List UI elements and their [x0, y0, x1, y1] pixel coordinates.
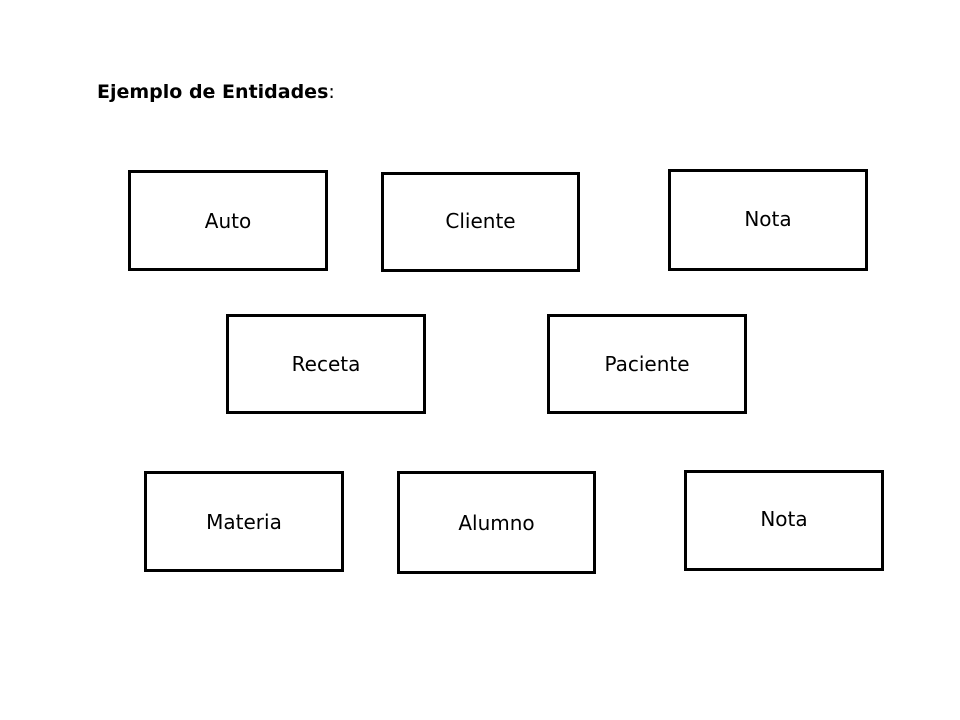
entity-box-receta: Receta	[226, 314, 426, 414]
entity-box-auto: Auto	[128, 170, 328, 271]
entity-box-materia: Materia	[144, 471, 344, 572]
entity-box-cliente: Cliente	[381, 172, 580, 272]
entity-label: Nota	[760, 506, 808, 531]
entity-box-nota-top: Nota	[668, 169, 868, 271]
entity-label: Paciente	[604, 352, 690, 376]
entity-label: Nota	[744, 207, 792, 231]
entity-label: Cliente	[445, 209, 516, 233]
entity-label: Materia	[206, 509, 282, 534]
entity-label: Alumno	[458, 510, 535, 535]
entity-label: Auto	[204, 208, 252, 233]
entity-label: Receta	[291, 352, 361, 376]
slide-title-colon: :	[328, 81, 335, 103]
slide-title: Ejemplo de Entidades:	[97, 78, 335, 106]
entity-box-paciente: Paciente	[547, 314, 747, 414]
slide-title-text: Ejemplo de Entidades	[97, 81, 329, 103]
entity-box-nota-bottom: Nota	[684, 470, 884, 571]
entity-box-alumno: Alumno	[397, 471, 596, 574]
